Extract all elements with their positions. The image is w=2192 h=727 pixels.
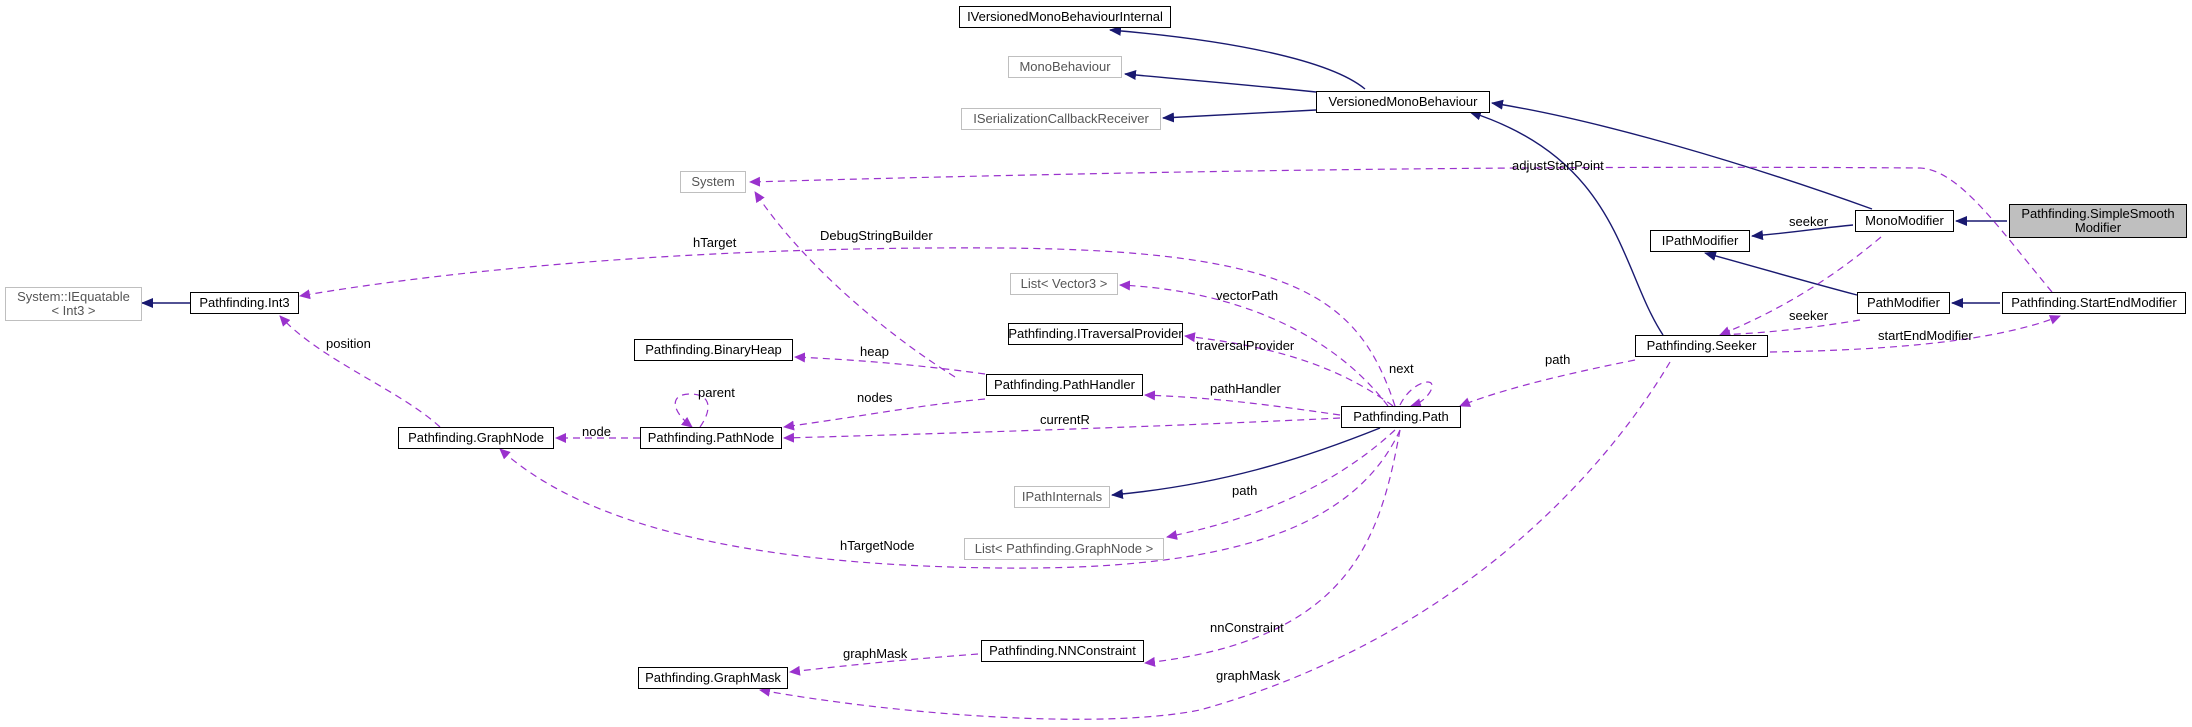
edge-currentr [783,417,1341,443]
edge-debugstringbuilder [754,191,956,378]
edge-vmb-to-ivmbi [1109,25,1366,90]
node-pathnode[interactable]: Pathfinding.PathNode [640,427,782,449]
edge-label-currentr: currentR [1040,412,1090,427]
edge-monomodifier-to-vmb [1491,99,1873,210]
node-pathhandler[interactable]: Pathfinding.PathHandler [986,374,1143,396]
edge-label-pathhandler: pathHandler [1210,381,1281,396]
node-itraversal[interactable]: Pathfinding.ITraversalProvider [1008,323,1183,345]
node-system[interactable]: System [680,171,746,193]
edge-label-htargetnode: hTargetNode [840,538,914,553]
node-pathmodifier[interactable]: PathModifier [1857,292,1950,314]
node-seeker[interactable]: Pathfinding.Seeker [1635,335,1768,357]
edge-nodes [783,398,986,431]
edge-heap [794,352,986,375]
node-monobehaviour[interactable]: MonoBehaviour [1008,56,1122,78]
node-graphnode[interactable]: Pathfinding.GraphNode [398,427,554,449]
edge-htargetnode [499,429,1401,569]
edge-nnconstraint [1144,429,1401,667]
edge-label-seeker1: seeker [1789,214,1829,229]
edge-seeker2 [1719,319,1861,340]
edge-parent [674,393,709,428]
node-int3[interactable]: Pathfinding.Int3 [190,292,299,314]
edge-label-heap: heap [860,344,889,359]
edge-label-graphmask1: graphMask [843,646,908,661]
node-vmb[interactable]: VersionedMonoBehaviour [1316,91,1490,113]
edge-pathmodifier-to-ipathmodifier [1704,251,1858,296]
edge-label-position: position [326,336,371,351]
node-listgraphnode[interactable]: List< Pathfinding.GraphNode > [964,538,1164,560]
edge-graphmask2 [759,361,1671,720]
edge-vectorpath [1119,280,1389,407]
edge-label-node: node [582,424,611,439]
node-iserialization[interactable]: ISerializationCallbackReceiver [961,108,1161,130]
edge-label-next: next [1389,361,1414,376]
node-ipathinternals[interactable]: IPathInternals [1014,486,1110,508]
edge-label-vectorpath: vectorPath [1216,288,1278,303]
node-simplesmooth[interactable]: Pathfinding.SimpleSmooth Modifier [2009,204,2187,238]
edge-label-htarget: hTarget [693,235,737,250]
edge-startendmodifier [1769,315,2061,353]
node-ipathmodifier[interactable]: IPathModifier [1650,230,1750,252]
edge-path-seeker [1459,359,1636,407]
edge-path-to-ipathinternals [1111,427,1381,499]
edge-label-graphmask2: graphMask [1216,668,1281,683]
edge-vmb-to-iserialization [1162,109,1317,123]
edge-pathhandler [1144,390,1341,416]
edge-next [1399,381,1433,409]
node-graphmask[interactable]: Pathfinding.GraphMask [638,667,788,689]
node-path[interactable]: Pathfinding.Path [1341,406,1461,428]
edge-label-path-list: path [1232,483,1257,498]
edge-monomodifier-to-ipathmodifier [1751,224,1854,241]
edge-label-nodes: nodes [857,390,893,405]
edge-position [279,315,441,428]
edge-traversalprovider [1184,332,1394,407]
edge-graphmask1 [789,653,979,676]
node-nnconstraint[interactable]: Pathfinding.NNConstraint [981,640,1144,662]
edge-adjuststartpoint [749,166,2053,293]
node-binaryheap[interactable]: Pathfinding.BinaryHeap [634,339,793,361]
edge-seeker-to-vmb [1469,110,1664,336]
edge-label-adjuststartpoint: adjustStartPoint [1512,158,1604,173]
edge-label-parent: parent [698,385,735,400]
edge-label-seeker2: seeker [1789,308,1829,323]
node-monomodifier[interactable]: MonoModifier [1855,210,1954,232]
node-iequatable[interactable]: System::IEquatable < Int3 > [5,287,142,321]
edge-vmb-to-monobehaviour [1124,70,1317,93]
edge-label-traversalprovider: traversalProvider [1196,338,1295,353]
node-listvector3[interactable]: List< Vector3 > [1010,273,1118,295]
edge-path-list [1166,429,1396,540]
node-ivmbi[interactable]: IVersionedMonoBehaviourInternal [959,6,1171,28]
node-startend[interactable]: Pathfinding.StartEndModifier [2002,292,2186,314]
edge-label-startendmodifier: startEndModifier [1878,328,1973,343]
edge-label-path-seeker: path [1545,352,1570,367]
edge-label-debugstringbuilder: DebugStringBuilder [820,228,933,243]
edge-htarget [299,247,1396,407]
edge-label-nnconstraint: nnConstraint [1210,620,1284,635]
